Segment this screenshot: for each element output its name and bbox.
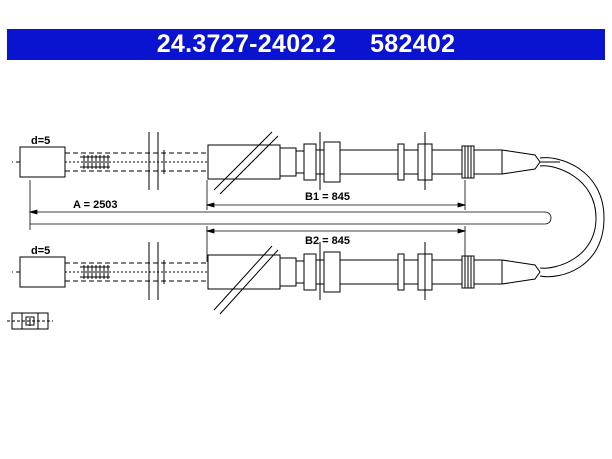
cable-loop <box>539 157 605 278</box>
overall-length-label: A = 2503 <box>73 199 118 211</box>
diameter-label-top: d=5 <box>31 135 50 147</box>
cable-top <box>12 131 560 195</box>
reference-number: 582402 <box>370 30 456 58</box>
dimension-lines <box>28 180 552 262</box>
end-fitting-detail-icon <box>7 312 53 330</box>
spring-bottom <box>80 265 110 279</box>
end-nipple-top <box>19 146 66 178</box>
sheath-body-top <box>207 144 281 180</box>
part-number: 24.3727-2402.2 <box>156 30 337 58</box>
b2-dimension-label: B2 = 845 <box>305 235 350 247</box>
end-nipple-bottom <box>19 256 66 288</box>
cable-bottom <box>12 242 541 315</box>
b1-dimension-label: B1 = 845 <box>305 191 350 203</box>
spring-top <box>80 155 110 169</box>
diameter-label-bottom: d=5 <box>31 245 50 257</box>
title-bar: 24.3727-2402.2 582402 <box>7 29 605 60</box>
